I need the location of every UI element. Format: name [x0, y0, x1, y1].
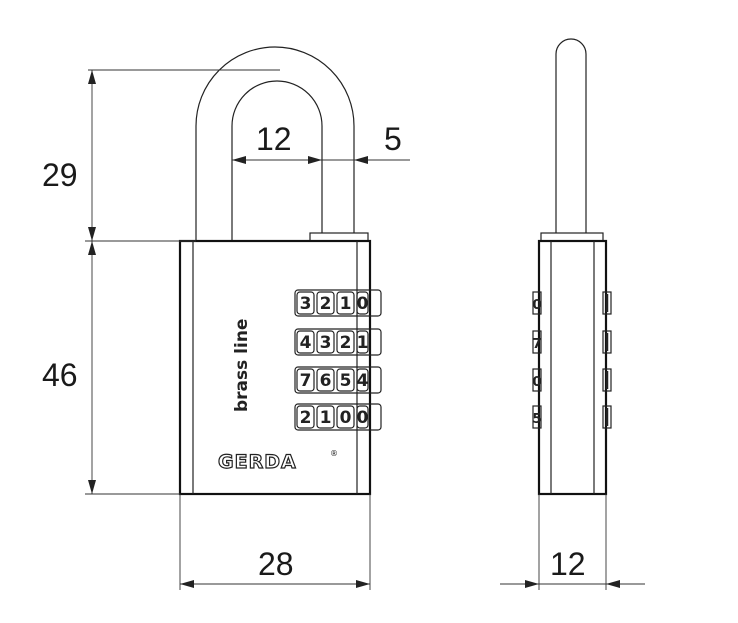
- side-view: 0 7 0 5: [532, 38, 612, 496]
- side-dial-digit: 7: [532, 337, 541, 352]
- dim-shackle-diameter: 5: [384, 121, 402, 157]
- dial-digit: 3: [300, 294, 312, 314]
- dial-digit: 0: [357, 294, 369, 314]
- dial-wheel[interactable]: [356, 291, 369, 315]
- dial-digit: 2: [320, 294, 332, 314]
- dial-wheel[interactable]: [336, 291, 355, 315]
- side-dial-edge-right: [602, 291, 612, 315]
- dim-side-thickness: 12: [550, 546, 586, 582]
- side-body: [537, 239, 608, 496]
- side-dial-edge-left: [532, 330, 542, 354]
- dim-body-height: 46: [42, 357, 78, 393]
- dial-wheel[interactable]: [316, 330, 335, 354]
- dial-wheel[interactable]: [296, 368, 315, 392]
- dial-digit: 1: [320, 408, 332, 428]
- side-dial-digit: 5: [532, 412, 541, 427]
- dial-wheel[interactable]: [336, 368, 355, 392]
- dial-wheel[interactable]: [296, 330, 315, 354]
- dim-body-width: 28: [258, 546, 294, 582]
- dimension-lines: [85, 69, 645, 590]
- dial-wheel[interactable]: [336, 405, 355, 429]
- side-dial-edge-left: [532, 368, 542, 392]
- svg-text:®: ®: [330, 449, 338, 458]
- dial-wheel[interactable]: [316, 368, 335, 392]
- shackle-inner: [231, 80, 323, 241]
- side-dial-edge-right: [602, 405, 612, 429]
- dial-wheel[interactable]: [356, 368, 369, 392]
- dial-digit: 0: [357, 408, 369, 428]
- dial-wheel[interactable]: [316, 291, 335, 315]
- dial-row-frame: [294, 366, 382, 394]
- dial-digit: 0: [340, 408, 352, 428]
- product-line-label: brass line: [232, 319, 252, 412]
- side-dial-edge-right: [602, 330, 612, 354]
- dial-digit: 4: [357, 371, 369, 391]
- dial-wheel[interactable]: [296, 405, 315, 429]
- side-dial-edge-left: [532, 291, 542, 315]
- side-dials: 0 7 0 5: [532, 291, 612, 429]
- dial-digit: 4: [300, 333, 312, 353]
- dial-wheel[interactable]: [336, 330, 355, 354]
- dial-wheel[interactable]: [296, 291, 315, 315]
- dim-shackle-height: 29: [42, 157, 78, 193]
- dial-digit: 5: [340, 371, 352, 391]
- dial-digit: 2: [300, 408, 312, 428]
- side-dial-edge-left: [532, 405, 542, 429]
- dial-digit: 1: [340, 294, 352, 314]
- dial-row-frame: [294, 289, 382, 317]
- dial-digit: 3: [320, 333, 332, 353]
- side-dial-digit: 0: [532, 375, 541, 390]
- side-dial-digit: 0: [532, 298, 541, 313]
- shackle-collar: [309, 232, 369, 242]
- dial-row-frame: [294, 328, 382, 356]
- dial-row-frame: [294, 403, 382, 431]
- dial-digit: 1: [357, 333, 369, 353]
- dial-wheel[interactable]: [356, 330, 369, 354]
- dial-wheel[interactable]: [356, 405, 369, 429]
- dial-digit: 2: [340, 333, 352, 353]
- dial-digit: 6: [320, 371, 332, 391]
- dial-digit: 7: [300, 371, 312, 391]
- svg-text:GERDA: GERDA: [218, 451, 297, 473]
- side-shackle: [555, 38, 587, 233]
- dim-shackle-inner-width: 12: [256, 121, 292, 157]
- dial-wheel[interactable]: [316, 405, 335, 429]
- brand-logo: GERDA ®: [217, 449, 338, 474]
- side-dial-edge-right: [602, 368, 612, 392]
- shackle-outer: [195, 46, 355, 241]
